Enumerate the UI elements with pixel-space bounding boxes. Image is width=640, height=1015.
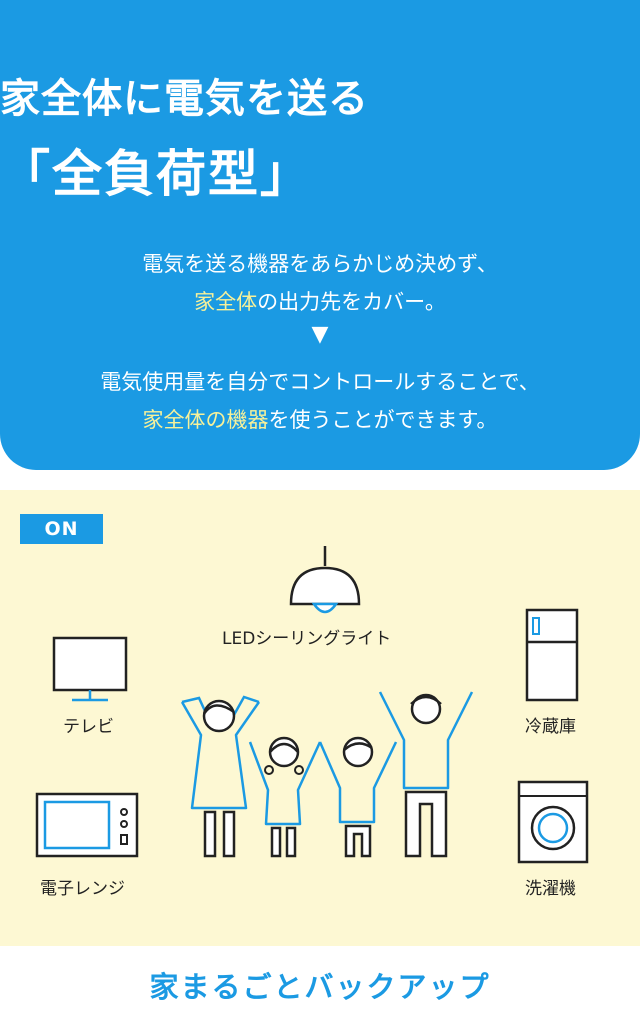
mother-figure-icon (180, 695, 261, 858)
scene-illustration (35, 546, 589, 864)
daughter-figure-icon (248, 736, 322, 858)
appliance-scene (0, 490, 640, 946)
headline-line2: 「全負荷型」 (0, 145, 312, 203)
description-line1: 電気を送る機器をあらかじめ決めず、 (142, 252, 498, 276)
fridge-label: 冷蔵庫 (525, 717, 576, 737)
description-line4: 家全体の機器を使うことができます。 (0, 404, 640, 434)
ceiling-light-icon (289, 546, 361, 614)
description-highlight-devices: 家全体の機器 (142, 408, 269, 432)
headline-line1: 家全体に電気を送る (0, 76, 369, 122)
description-line4-rest: を使うことができます。 (268, 408, 498, 432)
father-figure-icon (378, 691, 474, 858)
on-status-badge: ON (20, 514, 103, 544)
microwave-label: 電子レンジ (40, 879, 125, 899)
description-line2: 家全体の出力先をカバー。 (0, 286, 640, 316)
footer-caption: 家まるごとバックアップ (149, 970, 491, 1004)
tv-icon (52, 636, 128, 702)
fridge-icon (525, 608, 579, 702)
hero-panel (0, 0, 640, 470)
son-figure-icon (318, 736, 398, 858)
microwave-icon (35, 792, 139, 858)
description-line3: 電気使用量を自分でコントロールすることで、 (100, 370, 540, 394)
washer-label: 洗濯機 (525, 879, 576, 899)
description-highlight-house: 家全体 (194, 290, 258, 314)
washing-machine-icon (517, 780, 589, 864)
tv-label: テレビ (63, 717, 114, 737)
light-label: LEDシーリングライト (222, 629, 392, 649)
down-arrow-icon: ▼ (311, 322, 329, 347)
description-line2-rest: の出力先をカバー。 (257, 290, 446, 314)
